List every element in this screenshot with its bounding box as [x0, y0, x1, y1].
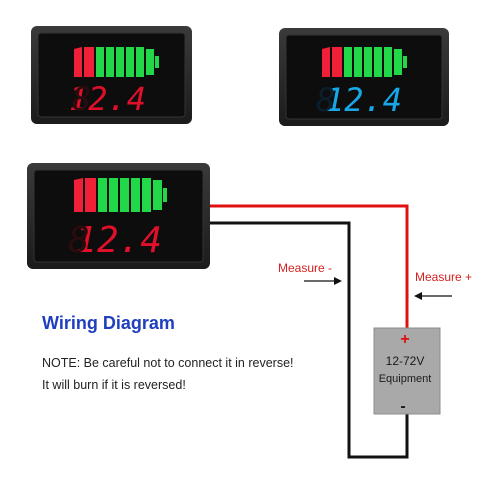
- negative-wire: [210, 221, 409, 459]
- battery-bar-gauge: [74, 47, 159, 77]
- burn-warning-note: It will burn if it is reversed!: [42, 378, 186, 392]
- measure-minus-label: Measure -: [278, 261, 332, 275]
- equipment-block: [373, 327, 441, 415]
- unlit-digit: 8: [68, 220, 90, 261]
- meter-blue-top-right: 12.4 8: [279, 28, 449, 126]
- measure-plus-label: Measure +: [415, 270, 472, 284]
- unlit-digit: 8: [316, 81, 335, 119]
- measure-plus-arrow-icon: [414, 292, 452, 300]
- voltage-reading: 12.4: [325, 81, 402, 119]
- unlit-digit: 8: [72, 80, 91, 118]
- positive-terminal-symbol: +: [400, 331, 409, 348]
- positive-wire: [210, 204, 409, 330]
- measure-minus-arrow-icon: [304, 277, 342, 285]
- reverse-polarity-note: NOTE: Be careful not to connect it in re…: [42, 356, 294, 370]
- voltage-reading: 12.4: [75, 220, 162, 261]
- battery-bar-gauge: [74, 178, 167, 212]
- battery-bar-gauge: [322, 47, 407, 77]
- equipment-voltage-label: 12-72V: [386, 354, 425, 368]
- voltage-reading: 12.4: [69, 80, 146, 118]
- meter-red-wired: 12.4 8: [27, 163, 210, 269]
- equipment-name-label: Equipment: [379, 373, 432, 385]
- negative-terminal-symbol: -: [400, 398, 405, 415]
- meter-red-top-left: 12.4 8: [31, 26, 192, 124]
- wiring-diagram-heading: Wiring Diagram: [42, 313, 175, 333]
